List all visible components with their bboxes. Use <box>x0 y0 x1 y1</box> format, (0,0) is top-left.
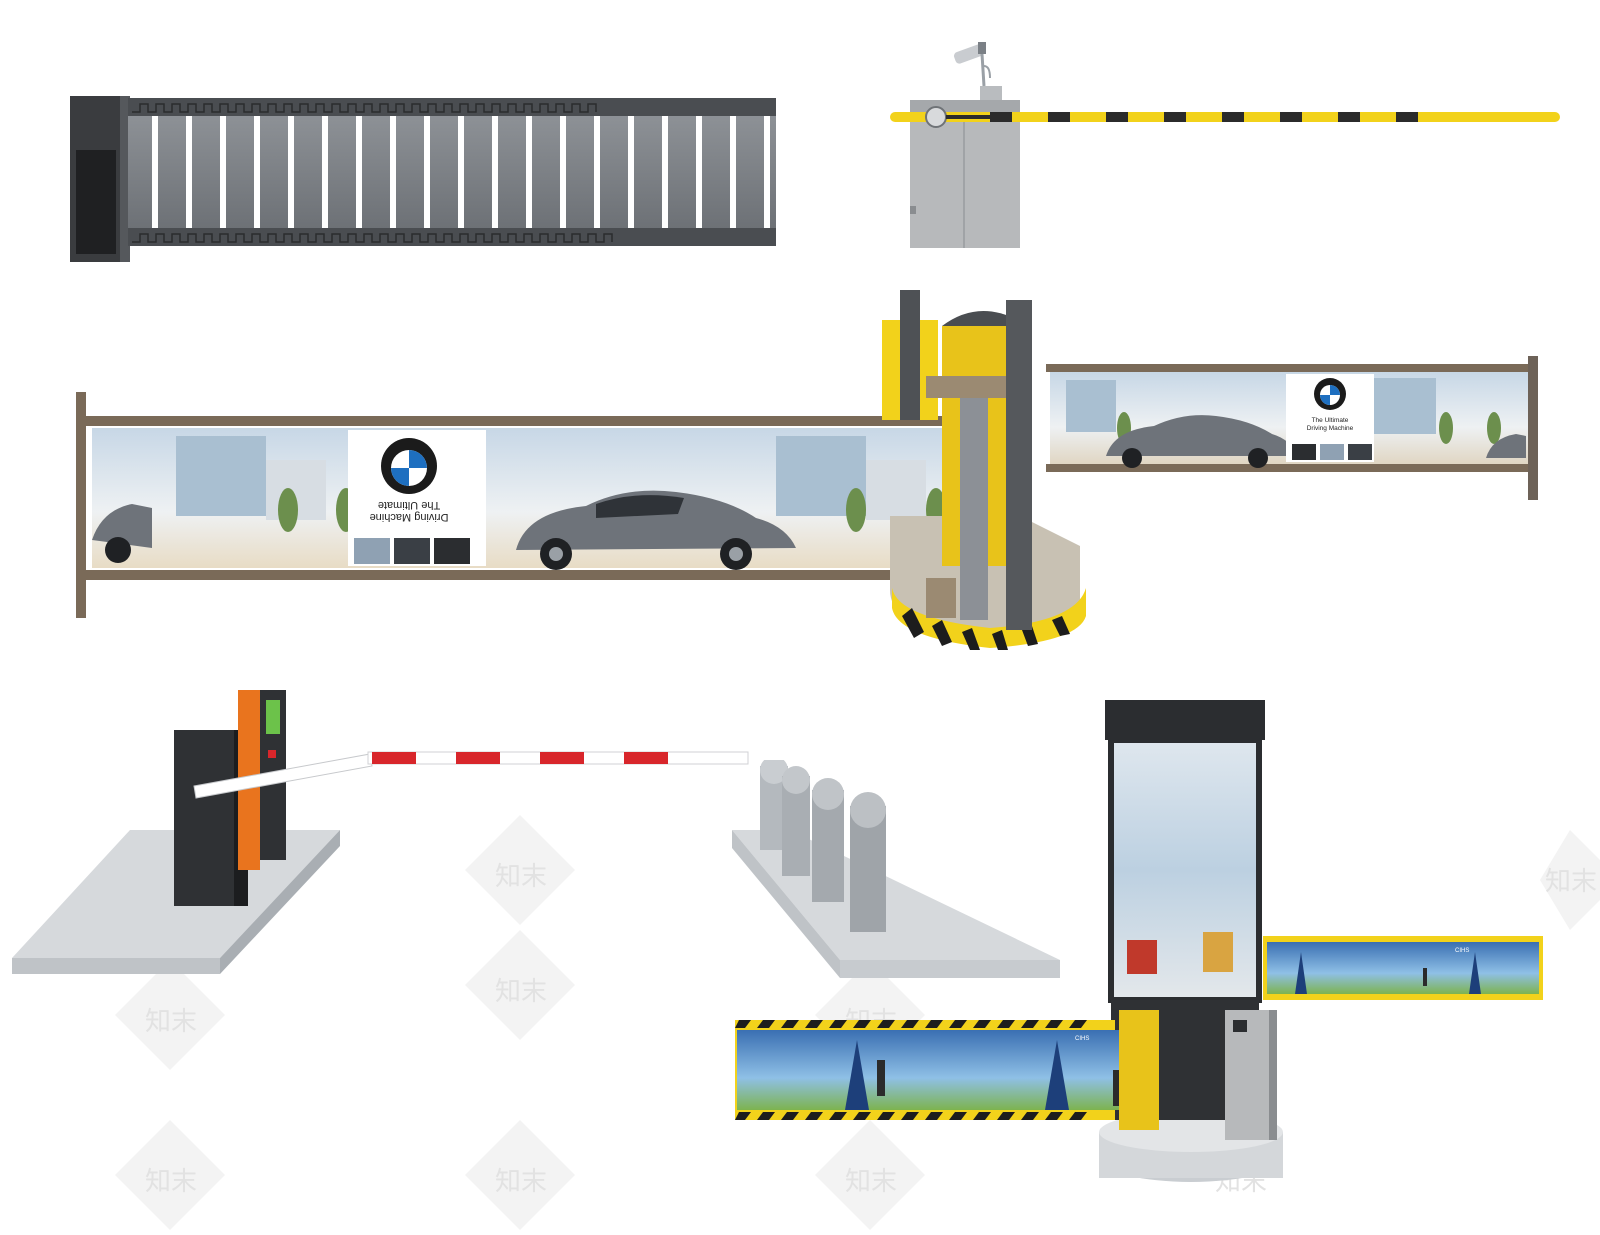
banner-small-text: CIHS <box>1075 1036 1089 1042</box>
bollard-icon <box>850 792 886 932</box>
watermark-text: 知末 <box>495 977 547 1007</box>
advertising-barrier-right: The Ultimate Driving Machine <box>1046 356 1538 500</box>
bmw-ad-panel: The Ultimate Driving Machine <box>1286 374 1374 462</box>
watermark-text: 知末 <box>495 1167 547 1197</box>
tagline-line1: The Ultimate <box>1312 417 1349 424</box>
watermark-text: 知末 <box>145 1007 197 1037</box>
tagline-line1: The Ultimate <box>378 499 440 511</box>
car-image <box>516 490 796 570</box>
bmw-logo-icon <box>381 438 437 494</box>
advertising-barrier-left: The Ultimate Driving Machine <box>76 392 968 628</box>
barrier-gate-striped <box>890 42 1560 248</box>
bmw-ad-panel: The Ultimate Driving Machine <box>348 430 486 566</box>
camera-icon <box>953 42 991 87</box>
bollard-island <box>732 760 1060 978</box>
car-image <box>92 504 152 563</box>
car-image <box>1106 415 1296 468</box>
bollard-icon <box>782 766 810 876</box>
toll-booth-icon: CIHS CIHS <box>735 700 1543 1182</box>
watermark-text: 知末 <box>495 862 547 892</box>
bmw-logo-icon <box>1314 378 1346 410</box>
barrier-machine-yellow <box>882 290 1086 650</box>
bollard-icon <box>812 778 844 902</box>
watermark-text: 知末 <box>845 1167 897 1197</box>
fence-gate-icon <box>70 96 776 262</box>
barrier-gate-red-white <box>12 690 749 974</box>
tagline-line2: Driving Machine <box>370 511 449 523</box>
watermark-text: 知末 <box>1545 867 1597 897</box>
banner-small-text: CIHS <box>1455 948 1469 954</box>
watermark-text: 知末 <box>145 1167 197 1197</box>
tagline-line2: Driving Machine <box>1307 425 1354 432</box>
